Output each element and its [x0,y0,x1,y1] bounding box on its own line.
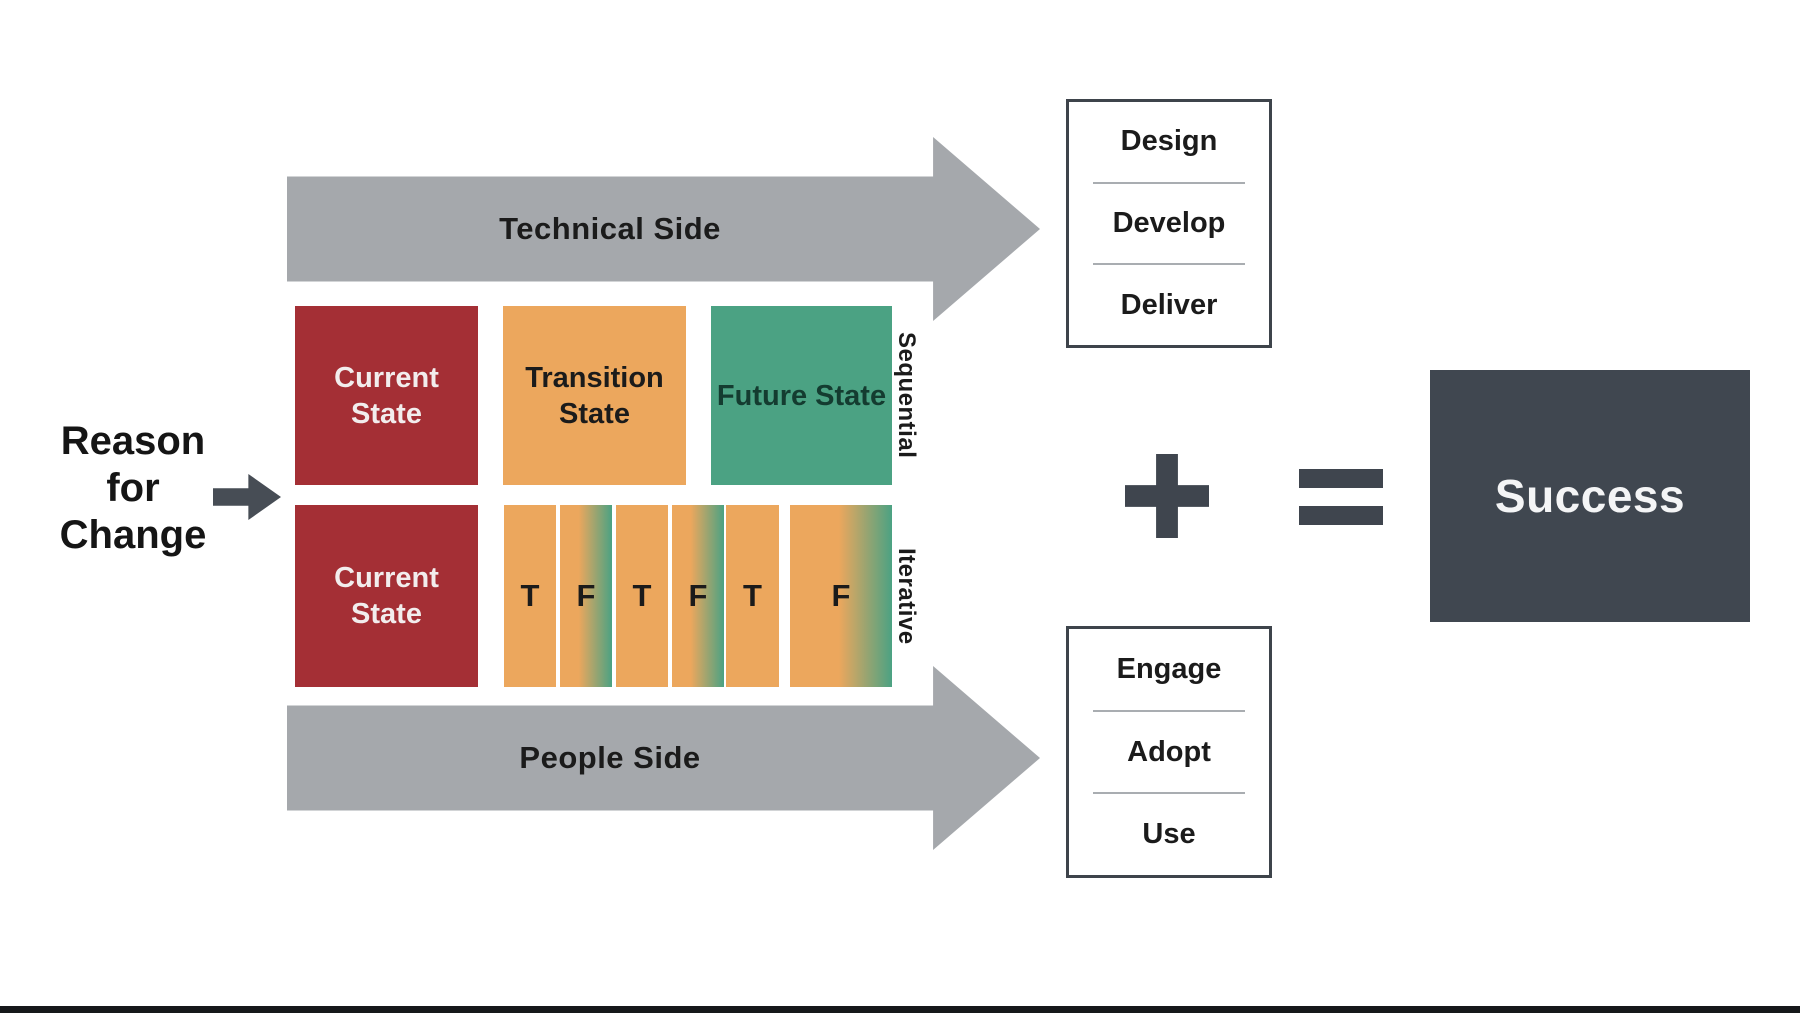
develop-item: Develop [1112,207,1226,239]
equals-icon [1299,469,1383,525]
people-side-arrow: People Side [287,666,1040,850]
engage-adopt-use-box: Engage Adopt Use [1066,626,1272,878]
reason-for-change-label: Reason for Change [28,418,238,559]
equals-bar [1299,506,1383,525]
reason-line: Change [59,513,207,557]
plus-icon [1125,454,1209,538]
current-state-box-iterative: Current State [295,505,478,687]
future-state-box: Future State [711,306,892,485]
success-box: Success [1430,370,1750,622]
equals-bar [1299,469,1383,488]
deliver-item: Deliver [1120,288,1218,321]
separator-line [1093,263,1245,266]
design-develop-deliver-box: Design Develop Deliver [1066,99,1272,348]
tf-box-f3: F [790,505,892,687]
adopt-item: Adopt [1127,735,1211,768]
tf-box-t1: T [504,505,556,687]
separator-line [1093,792,1245,795]
technical-side-arrow: Technical Side [287,137,1040,321]
technical-side-label: Technical Side [499,210,721,246]
tf-box-t2: T [616,505,668,687]
tf-box-t3: T [726,505,779,687]
tf-box-f2: F [672,505,724,687]
people-side-label: People Side [519,739,701,775]
iterative-axis-label: Iterative [893,547,920,645]
reason-line: for [106,466,160,510]
engage-item: Engage [1116,652,1222,685]
transition-state-box: Transition State [503,306,686,485]
sequential-axis-label: Sequential [893,332,920,459]
reason-line: Reason [60,419,206,463]
bottom-border-bar [0,1006,1800,1013]
separator-line [1093,181,1245,184]
design-item: Design [1120,125,1218,158]
tf-box-f1: F [560,505,612,687]
separator-line [1093,709,1245,712]
current-state-box-sequential: Current State [295,306,478,485]
use-item: Use [1142,818,1196,851]
